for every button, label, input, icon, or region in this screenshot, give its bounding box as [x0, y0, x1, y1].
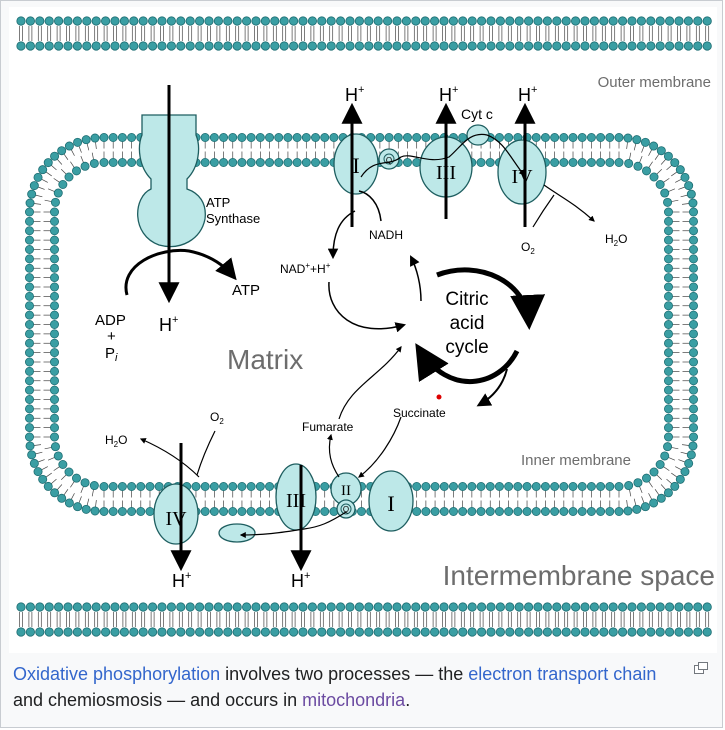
water-formation-top [543, 184, 595, 222]
oxygen-entry-bottom [196, 430, 216, 476]
ubiquinone-bottom [336, 499, 356, 519]
complex-iv-bottom-label: IV [165, 508, 187, 530]
caption-text-3: . [405, 690, 411, 710]
fumarate-to-cycle-arrow [338, 346, 402, 420]
succinate-to-complex-ii [358, 416, 402, 478]
complex-iv-bottom [153, 483, 199, 545]
citric-cycle-line1: Citric [445, 289, 488, 310]
succinate-label: Succinate [393, 406, 446, 420]
inner-membrane-label: Inner membrane [521, 452, 631, 469]
pi-label: Pi [105, 345, 118, 364]
nad-return-arrow [327, 210, 356, 260]
complex-i-top-label: I [352, 153, 359, 178]
adp-to-atp-arrow [124, 248, 237, 296]
h-plus-complex-iv: H+ [518, 84, 537, 105]
caption-text-1: involves two processes — the [220, 664, 469, 684]
h-plus-bottom-iii: H+ [291, 570, 310, 591]
electron-transport-chain-link[interactable]: electron transport chain [468, 664, 657, 684]
h2o-top-label: H2O [605, 232, 627, 248]
membranes [16, 16, 712, 637]
nadh-to-complex-i [358, 190, 382, 222]
h-plus-complex-i: H+ [345, 84, 364, 105]
h-plus-atp-synthase: H+ [159, 314, 178, 335]
magnify-clip-icon[interactable] [694, 662, 708, 674]
o2-top-label: O2 [521, 240, 535, 256]
complex-ii-bottom-label: II [341, 483, 351, 499]
adp-plus-label: + [107, 328, 116, 345]
complex-iii-bottom-label: III [286, 490, 306, 512]
succinate-arrow [476, 368, 508, 407]
electron-path-bottom [239, 511, 347, 538]
citric-cycle-line2: acid [450, 313, 485, 334]
complex-iv-top-label: IV [511, 166, 533, 188]
fumarate-label: Fumarate [302, 420, 354, 434]
oxidative-phosphorylation-diagram[interactable]: Outer membrane Inner membrane Matrix Int… [9, 7, 717, 653]
complex-ii-to-fumarate [326, 433, 340, 478]
cyt-c-bottom [218, 523, 256, 543]
atp-synthase-label-line2: Synthase [206, 211, 260, 226]
oxidative-phosphorylation-link[interactable]: Oxidative phosphorylation [13, 664, 221, 684]
water-formation-bottom [139, 438, 200, 478]
complex-i-bottom-label: I [387, 491, 394, 516]
o2-bottom-label: O2 [210, 410, 224, 426]
atp-synthase [137, 114, 206, 248]
proteins [137, 114, 547, 545]
nad-label: NAD++H+ [280, 261, 331, 276]
red-dot [436, 394, 442, 400]
intermembrane-space-label: Intermembrane space [443, 560, 715, 591]
matrix-label: Matrix [227, 344, 303, 375]
citric-cycle-line3: cycle [445, 337, 488, 358]
nadh-label: NADH [369, 228, 403, 242]
h-plus-bottom-iv: H+ [172, 570, 191, 591]
outer-membrane-label: Outer membrane [598, 74, 711, 91]
mitochondria-link[interactable]: mitochondria [302, 690, 406, 710]
arrows [124, 85, 595, 572]
complex-i-bottom [368, 470, 414, 532]
electron-path-top [360, 133, 525, 178]
atp-label: ATP [232, 282, 260, 299]
adp-label: ADP [95, 312, 126, 329]
q-bottom-label: Q [343, 505, 349, 514]
q-top-label: Q [386, 156, 392, 165]
h2o-bottom-label: H2O [105, 433, 127, 449]
atp-synthase-label-line1: ATP [206, 195, 230, 210]
figure-caption: Oxidative phosphorylation involves two p… [13, 661, 673, 713]
cycle-to-nadh-arrow [410, 255, 422, 302]
citric-cycle-arc [436, 267, 546, 330]
citric-cycle-arc-lower [415, 343, 520, 385]
caption-text-2: and chemiosmosis — and occurs in [13, 690, 303, 710]
nad-to-cycle-arrow [328, 281, 407, 333]
oxygen-entry-top [532, 194, 555, 228]
h-plus-complex-iii: H+ [439, 84, 458, 105]
complex-iii-top-label: III [436, 162, 456, 184]
cyt-c-label-top: Cyt c [461, 106, 493, 122]
